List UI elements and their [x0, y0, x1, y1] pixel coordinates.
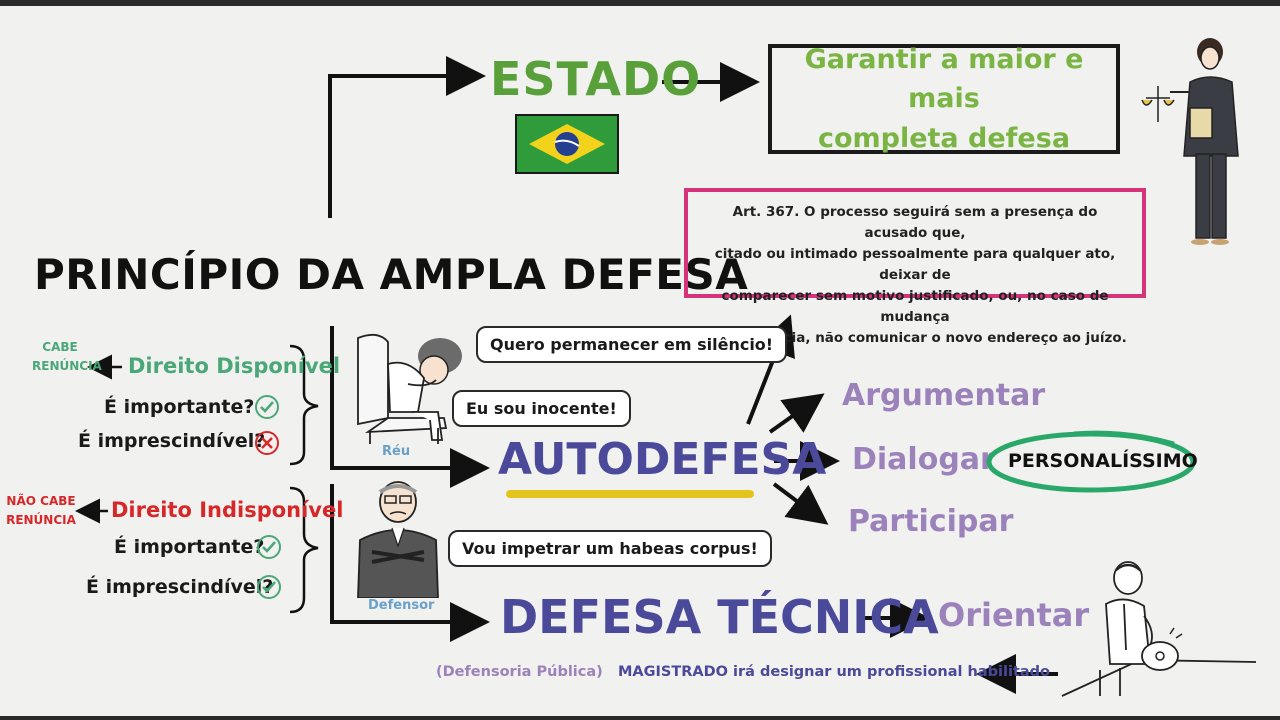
- brace-indisponivel: [289, 486, 319, 614]
- personalissimo-label: PERSONALÍSSIMO: [1008, 450, 1198, 472]
- indisponivel-q-importante: É importante?: [114, 536, 265, 558]
- reu-speech-bubble-1: Quero permanecer em silêncio!: [476, 326, 788, 363]
- brace-disponivel: [289, 344, 319, 466]
- cabe-renuncia-label: CABE RENÚNCIA: [32, 338, 102, 375]
- article-367-box: Art. 367. O processo seguirá sem a prese…: [684, 188, 1146, 346]
- defensor-caption: Defensor: [368, 598, 435, 613]
- check-icon: [257, 535, 281, 559]
- principle-title: PRINCÍPIO DA AMPLA DEFESA: [34, 250, 749, 299]
- article-line-1: Art. 367. O processo seguirá sem a prese…: [732, 204, 1098, 241]
- direito-indisponivel-label: Direito Indisponível: [111, 498, 344, 522]
- verb-orientar: Orientar: [938, 596, 1090, 634]
- magistrado-footer: (Defensoria Pública) MAGISTRADO irá desi…: [436, 664, 1050, 680]
- goal-line-1: Garantir a maior e mais: [804, 44, 1084, 115]
- goal-box: Garantir a maior e mais completa defesa: [768, 44, 1120, 154]
- magistrate-figure-icon: [1061, 561, 1257, 697]
- cross-icon: [255, 431, 279, 455]
- personalissimo-circle: [986, 430, 1196, 493]
- reu-speech-bubble-2: Eu sou inocente!: [452, 390, 631, 427]
- goal-line-2: completa defesa: [817, 122, 1071, 154]
- nao-cabe-renuncia-label: NÃO CABE RENÚNCIA: [4, 492, 78, 529]
- indisponivel-q-imprescindivel: É imprescindível?: [86, 576, 274, 598]
- renuncia-label: RENÚNCIA: [32, 358, 102, 373]
- article-line-2: citado ou intimado pessoalmente para qua…: [714, 245, 1116, 283]
- verb-participar: Participar: [848, 504, 1014, 539]
- arrow-to-tecnica: [330, 484, 490, 642]
- estado-title: ESTADO: [490, 52, 702, 106]
- judge-figure-icon: [1141, 38, 1239, 245]
- defesa-tecnica-title: DEFESA TÉCNICA: [500, 590, 939, 644]
- defensoria-publica-label: (Defensoria Pública): [436, 664, 603, 680]
- nao-cabe-label: NÃO CABE: [6, 494, 76, 508]
- brazil-flag-icon: [515, 114, 619, 174]
- reu-caption: Réu: [382, 444, 411, 459]
- renuncia-label-2: RENÚNCIA: [6, 512, 76, 527]
- verb-dialogar: Dialogar: [852, 442, 995, 477]
- check-icon: [255, 395, 279, 419]
- top-frame-bar: [0, 0, 1280, 6]
- check-icon: [257, 575, 281, 599]
- autodefesa-highlight: [506, 490, 754, 498]
- arrow-to-autodefesa: [330, 326, 490, 488]
- disponivel-q-importante: É importante?: [104, 396, 255, 418]
- article-line-4: de residência, não comunicar o novo ende…: [703, 329, 1127, 346]
- bottom-frame-bar: [0, 716, 1280, 720]
- defender-figure-icon: [357, 481, 439, 598]
- article-line-3: comparecer sem motivo justificado, ou, n…: [721, 287, 1109, 325]
- defendant-figure-icon: [357, 333, 462, 444]
- verb-argumentar: Argumentar: [842, 378, 1046, 413]
- magistrado-designar-label: MAGISTRADO irá designar um profissional …: [617, 664, 1050, 680]
- disponivel-q-imprescindivel: É imprescindível?: [78, 430, 266, 452]
- direito-disponivel-label: Direito Disponível: [128, 354, 341, 378]
- cabe-label: CABE: [42, 340, 78, 354]
- arrow-to-argumentar: [768, 393, 825, 434]
- arrow-to-participar: [772, 482, 829, 525]
- arrow-to-estado: [328, 56, 486, 218]
- defensor-speech-bubble: Vou impetrar um habeas corpus!: [448, 530, 772, 567]
- autodefesa-title: AUTODEFESA: [498, 434, 827, 485]
